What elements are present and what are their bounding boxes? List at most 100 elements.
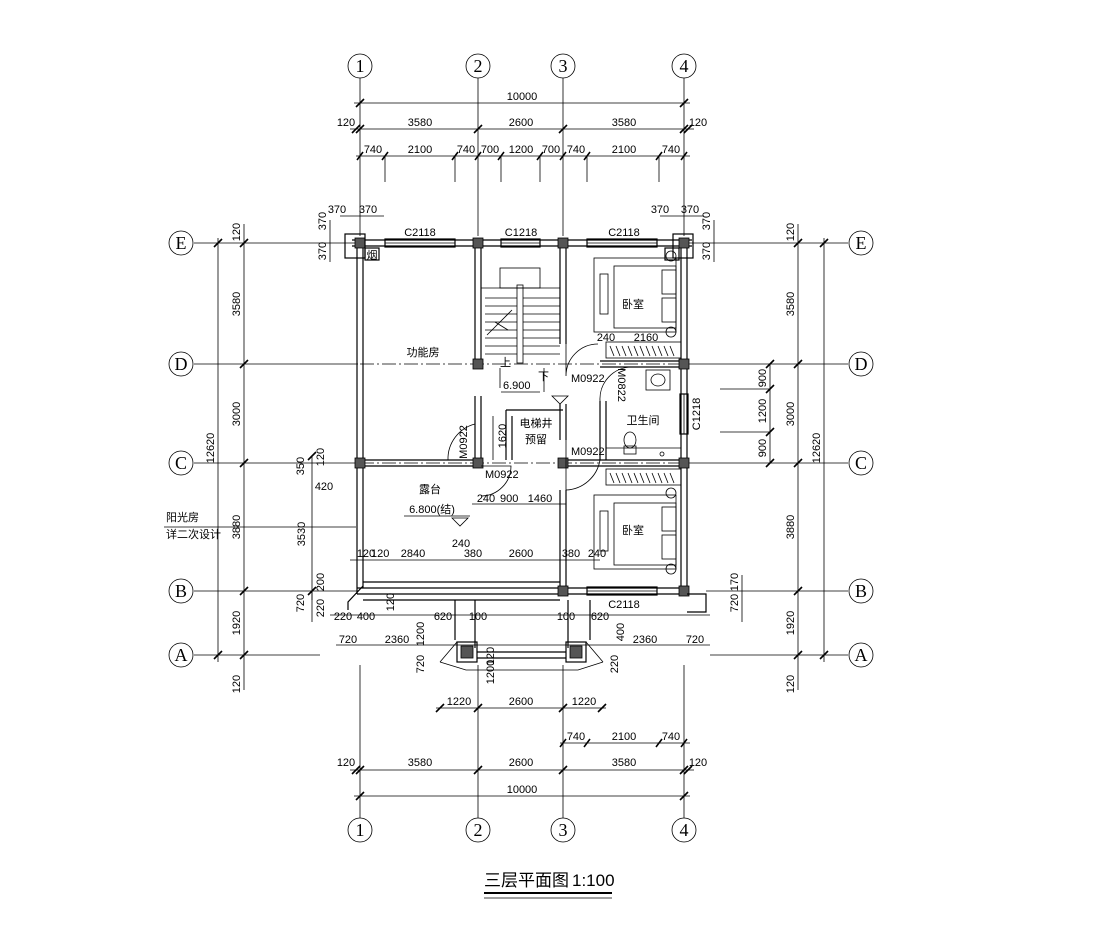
axis-label-left-A: A (175, 645, 188, 665)
dim-top-detail-3: 740 (457, 144, 475, 156)
dim-bottom-mid-2: 2600 (509, 757, 533, 769)
dim-right-detail-6: 720 (729, 594, 741, 612)
dim-inner-vert-5: 1200 (485, 660, 497, 684)
dim-top-detail-9: 740 (662, 144, 680, 156)
dim-inner-porch-1: 220 (334, 611, 352, 623)
doors: M0922 M0922 M0922 M0922 M0822 (447, 343, 633, 497)
dim-left-detail-7: 720 (295, 594, 307, 612)
dim-top-mid-1: 3580 (408, 117, 432, 129)
dim-top-mid-2: 2600 (509, 117, 533, 129)
dim-left-bay-1: 3580 (231, 292, 243, 316)
dim-right-detail-4: 1200 (757, 399, 769, 423)
dim-left-detail-6: 3530 (296, 522, 308, 546)
axis-label-bottom-3: 3 (559, 820, 568, 840)
dim-inner-porch-6: 620 (591, 611, 609, 623)
axis-label-top-1: 1 (356, 56, 365, 76)
window-label-c1218-1: C1218 (505, 227, 537, 239)
dim-top-edge-right: 120 (689, 117, 707, 129)
dim-inner-porch-8: 220 (609, 655, 621, 673)
dim-top-corner-2: 370 (359, 204, 377, 216)
closets (605, 341, 682, 486)
inner-dimensions: 120 120 2840 240 380 2600 380 240 720 23… (334, 332, 710, 684)
axis-label-right-D: D (855, 354, 868, 374)
annotation-line-2: 详二次设计 (166, 527, 221, 541)
dim-terrace-3: 1460 (528, 493, 552, 505)
dim-inner-b-1: 120 (357, 548, 375, 560)
dim-stair-width: 1620 (497, 424, 509, 448)
room-label-function: 功能房 (407, 345, 440, 359)
dim-right-bay-3: 3880 (785, 515, 797, 539)
title-scale: 1:100 (572, 871, 615, 890)
dim-top-detail-2: 2100 (408, 144, 432, 156)
dim-left-bay-2: 3000 (231, 402, 243, 426)
dim-top-mid-3: 3580 (612, 117, 636, 129)
dim-bottom-edge-right: 120 (689, 757, 707, 769)
sunroom-annotation: 阳光房 详二次设计 (164, 510, 356, 541)
dim-inner-porch-7: 400 (615, 623, 627, 641)
dim-inner-b-5: 380 (464, 548, 482, 560)
drawing-title: 三层平面图 1:100 (484, 871, 615, 899)
axis-label-left-E: E (176, 233, 187, 253)
axis-label-top-2: 2 (474, 56, 483, 76)
dim-inner-porch-5: 100 (557, 611, 575, 623)
dim-left-detail-4: 120 (315, 448, 327, 466)
dim-left-detail-2: 370 (317, 242, 329, 260)
dim-bottom-detail-2: 2100 (612, 731, 636, 743)
door-label-m0822: M0822 (615, 368, 627, 402)
dim-inner-b-3: 2840 (401, 548, 425, 560)
dim-bottom-edge-left: 120 (337, 757, 355, 769)
bottom-dimensions: 1220 2600 1220 740 2100 740 120 3580 260… (337, 696, 707, 801)
dim-bottom-porch-2: 2600 (509, 696, 533, 708)
dim-terrace-1: 240 (477, 493, 495, 505)
axis-label-top-4: 4 (680, 56, 689, 76)
staircase: 上 下 6.900 (481, 267, 569, 405)
dim-inner-a-3: 2360 (633, 634, 657, 646)
dim-top-detail-1: 740 (364, 144, 382, 156)
axis-label-top-3: 3 (559, 56, 568, 76)
axis-label-right-A: A (855, 645, 868, 665)
dim-top-edge-left: 120 (337, 117, 355, 129)
dim-right-detail-1: 370 (701, 212, 713, 230)
flue-label: 烟 (367, 248, 378, 262)
axis-grid-lines (194, 78, 848, 818)
dim-right-detail-5: 900 (757, 439, 769, 457)
dim-top-detail-7: 740 (567, 144, 585, 156)
room-label-elevator-1: 电梯井 (520, 416, 553, 430)
dim-left-detail-8: 200 (315, 573, 327, 591)
door-label-m0922-1: M0922 (571, 373, 605, 385)
axis-bubbles-bottom: 1 2 3 4 (347, 817, 697, 843)
dim-right-total: 12620 (811, 433, 823, 464)
right-dimensions: 12620 120 3580 3000 3880 1920 120 370 37… (701, 212, 829, 693)
dim-inner-vert-4: 120 (485, 647, 497, 665)
door-label-m0922-4: M0922 (485, 469, 519, 481)
room-label-terrace: 露台 (419, 482, 441, 496)
stair-down-label: 下 (538, 371, 549, 383)
room-label-bedroom-top: 卧室 (622, 297, 644, 311)
dim-bottom-detail-3: 740 (662, 731, 680, 743)
windows: C2118 C1218 C2118 C1218 C2118 (384, 227, 703, 611)
axis-bubbles-right: E D C B A (848, 230, 874, 668)
dim-bottom-detail-1: 740 (567, 731, 585, 743)
bathroom-fixtures (606, 369, 681, 457)
window-label-c1218-2: C1218 (691, 398, 703, 430)
dim-right-edge-bottom: 120 (785, 675, 797, 693)
terrace-level-label: 6.800(结) (409, 503, 455, 516)
dim-bath-2: 2160 (634, 332, 658, 344)
axis-label-right-E: E (856, 233, 867, 253)
window-label-c2118-2: C2118 (608, 227, 640, 239)
door-label-m0922-3: M0922 (458, 425, 470, 459)
dim-right-detail-2: 370 (701, 242, 713, 260)
dim-left-bay-4: 1920 (231, 611, 243, 635)
axis-label-bottom-2: 2 (474, 820, 483, 840)
dim-inner-porch-2: 400 (357, 611, 375, 623)
dim-inner-vert-2: 720 (415, 655, 427, 673)
dim-top-detail-4: 700 (481, 144, 499, 156)
dim-right-bay-2: 3000 (785, 402, 797, 426)
dim-left-detail-3: 350 (295, 457, 307, 475)
dim-inner-a-1: 720 (339, 634, 357, 646)
window-label-c2118-3: C2118 (608, 599, 640, 611)
axis-label-left-D: D (175, 354, 188, 374)
title-text: 三层平面图 (484, 871, 569, 890)
dim-bath-1: 240 (597, 332, 615, 344)
